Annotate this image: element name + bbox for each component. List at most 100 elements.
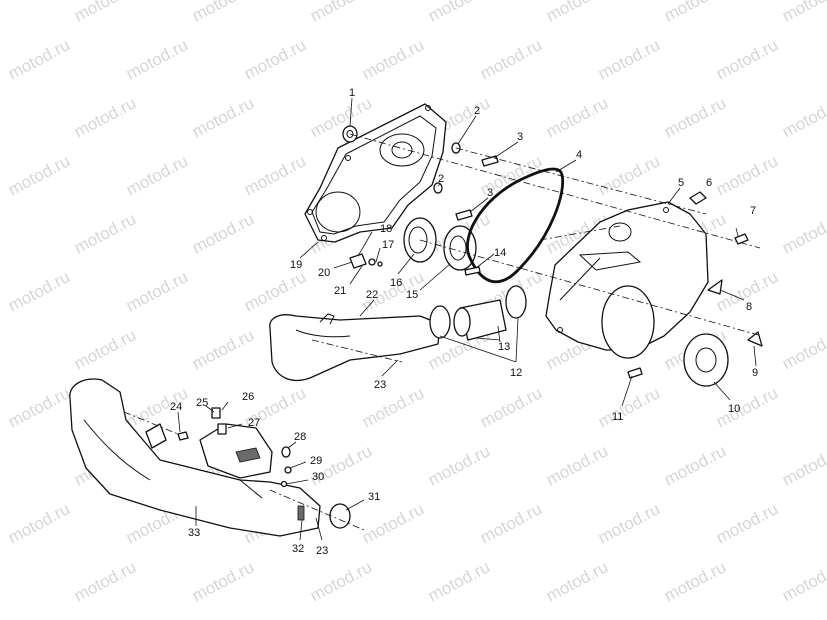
bracket-24 [145,423,167,449]
callout-21: 21 [334,285,346,297]
watermark-text-71: motod.ru [189,557,257,605]
watermark-text-4: motod.ru [543,0,611,26]
watermark-text-75: motod.ru [661,557,729,605]
watermark-text-9: motod.ru [241,35,309,83]
fasteners-upper [433,142,499,221]
watermark-text-34: motod.ru [779,209,827,257]
callout-12: 12 [510,367,522,379]
end-cap-31 [329,503,351,529]
callout-16: 16 [390,277,402,289]
watermark-text-76: motod.ru [779,557,827,605]
watermark-layer: motod.ru motod.ru motod.ru motod.ru motod.ru… [5,0,827,606]
watermark-text-66: motod.ru [359,499,427,547]
callout-32: 32 [292,543,304,555]
watermark-text-63: motod.ru [5,499,73,547]
callout-7: 7 [750,205,756,217]
heat-shield [199,423,273,479]
callout-29: 29 [310,455,322,467]
watermark-text-7: motod.ru [5,35,73,83]
intake-tube-13 [453,299,507,341]
watermark-text-48: motod.ru [779,325,827,373]
callout-8: 8 [746,301,752,313]
callout-4: 4 [576,149,582,161]
callout-20: 20 [318,267,330,279]
watermark-text-60: motod.ru [543,441,611,489]
bracket-parts [349,253,383,269]
duct-assembly-33 [69,378,321,537]
watermark-text-18: motod.ru [543,93,611,141]
callout-11: 11 [612,411,623,423]
watermark-text-15: motod.ru [189,93,257,141]
watermark-text-36: motod.ru [123,267,191,315]
watermark-text-26: motod.ru [595,151,663,199]
callout-19: 19 [290,259,302,271]
callout-25: 25 [196,397,208,409]
watermark-text-74: motod.ru [543,557,611,605]
watermark-text-35: motod.ru [5,267,73,315]
watermark-text-55: motod.ru [713,383,781,431]
watermark-text-52: motod.ru [359,383,427,431]
watermark-text-72: motod.ru [307,557,375,605]
watermark-text-12: motod.ru [595,35,663,83]
watermark-text-21: motod.ru [5,151,73,199]
callout-6: 6 [706,177,712,189]
watermark-text-3: motod.ru [425,0,493,26]
watermark-text-53: motod.ru [477,383,545,431]
clutch-cover-5 [545,201,709,359]
watermark-text-27: motod.ru [713,151,781,199]
watermark-text-5: motod.ru [661,0,729,26]
callout-1: 1 [349,87,355,99]
watermark-text-70: motod.ru [71,557,139,605]
callout-10: 10 [728,403,740,415]
inner-cover-plate [304,103,447,243]
watermark-text-13: motod.ru [713,35,781,83]
watermark-text-8: motod.ru [123,35,191,83]
watermark-text-49: motod.ru [5,383,73,431]
hose-clamps-12 [429,285,527,339]
watermark-text-22: motod.ru [123,151,191,199]
screw-11 [627,367,643,379]
watermark-text-29: motod.ru [189,209,257,257]
callout-3: 3 [517,131,523,143]
callout-28: 28 [294,431,306,443]
callout-26: 26 [242,391,254,403]
small-parts-right [689,191,763,347]
watermark-text-20: motod.ru [779,93,827,141]
watermark-text-10: motod.ru [359,35,427,83]
callout-23b: 23 [316,545,328,557]
watermark-text-1: motod.ru [189,0,257,26]
callout-30: 30 [312,471,324,483]
leader-lines [123,97,763,541]
watermark-text-67: motod.ru [477,499,545,547]
watermark-text-54: motod.ru [595,383,663,431]
watermark-text-0: motod.ru [71,0,139,26]
watermark-text-69: motod.ru [713,499,781,547]
watermark-text-2: motod.ru [307,0,375,26]
callout-2: 2 [474,105,480,117]
callout-14: 14 [494,247,506,259]
callout-24: 24 [170,401,182,413]
callout-3b: 3 [487,187,493,199]
fasteners-lower [177,407,305,521]
watermark-text-11: motod.ru [477,35,545,83]
intake-duct-22 [269,313,441,382]
callout-9: 9 [752,367,758,379]
callout-31: 31 [368,491,380,503]
callout-15: 15 [406,289,418,301]
watermark-text-14: motod.ru [71,93,139,141]
watermark-text-73: motod.ru [425,557,493,605]
watermark-text-68: motod.ru [595,499,663,547]
callout-23: 23 [374,379,386,391]
callout-18: 18 [380,223,392,235]
callout-17: 17 [382,239,394,251]
gasket-10 [683,333,729,387]
callout-27: 27 [248,417,260,429]
callout-2b: 2 [438,173,444,185]
watermark-text-59: motod.ru [425,441,493,489]
drive-belt-4 [466,167,565,284]
watermark-text-6: motod.ru [779,0,827,26]
callout-numbers: 1 2 3 4 2 3 5 6 7 18 17 19 20 21 16 15 1… [170,87,758,557]
watermark-text-37: motod.ru [241,267,309,315]
callout-33: 33 [188,527,200,539]
